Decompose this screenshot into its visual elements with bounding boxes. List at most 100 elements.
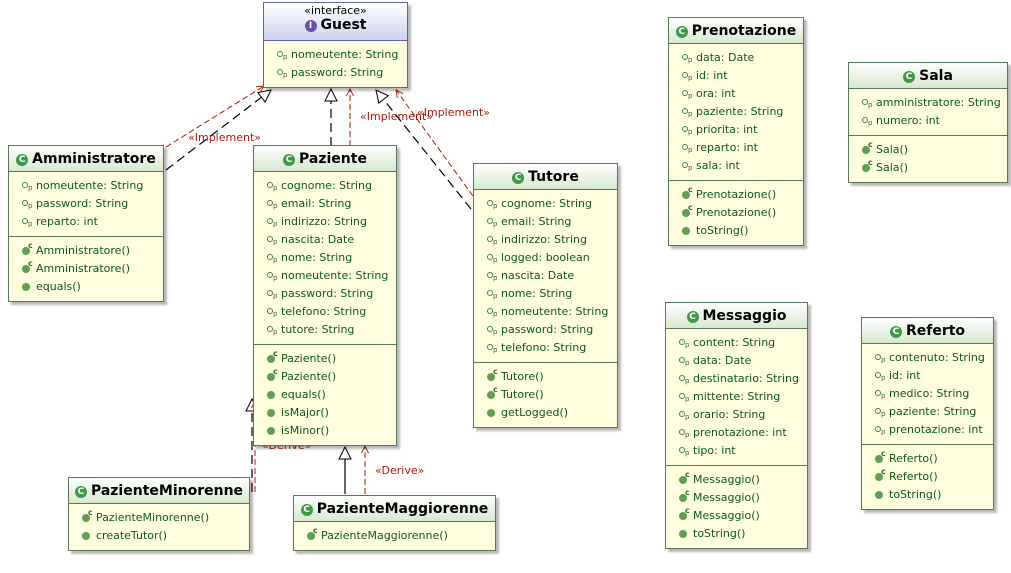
edge-tutore-guest-implement[interactable] (396, 90, 474, 197)
field-icon: p (276, 49, 288, 61)
operation-row[interactable]: equals() (254, 386, 396, 404)
edge-amministratore-guest-realization[interactable] (165, 90, 271, 171)
operation-row[interactable]: equals() (9, 278, 163, 296)
operation-row[interactable]: createTutor() (69, 527, 249, 545)
constructor-icon: c (21, 260, 33, 275)
field-icon: p (486, 306, 498, 318)
class-name: Paziente (299, 151, 367, 167)
class-name: Messaggio (702, 308, 787, 324)
operation-text: PazienteMaggiorenne() (321, 529, 448, 542)
operation-row[interactable]: toString() (666, 525, 807, 543)
attribute-text: reparto: int (36, 215, 98, 228)
interface-icon: I (304, 20, 317, 32)
operation-text: Tutore() (501, 370, 544, 383)
constructor-icon: c (678, 489, 690, 504)
operation-text: toString() (693, 527, 746, 540)
operation-row[interactable]: getLogged() (474, 404, 617, 422)
attribute-text: contenuto: String (889, 351, 985, 364)
operation-row[interactable]: toString() (862, 486, 993, 504)
attribute-text: password: String (281, 287, 374, 300)
operation-row[interactable]: toString() (669, 222, 803, 240)
operation-row[interactable]: isMajor() (254, 404, 396, 422)
operation-row[interactable]: isMinor() (254, 422, 396, 440)
edge-amministratore-guest-implement[interactable] (165, 86, 264, 148)
attribute-text: password: String (291, 66, 384, 79)
edge-tutore-guest-realization[interactable] (376, 90, 472, 210)
